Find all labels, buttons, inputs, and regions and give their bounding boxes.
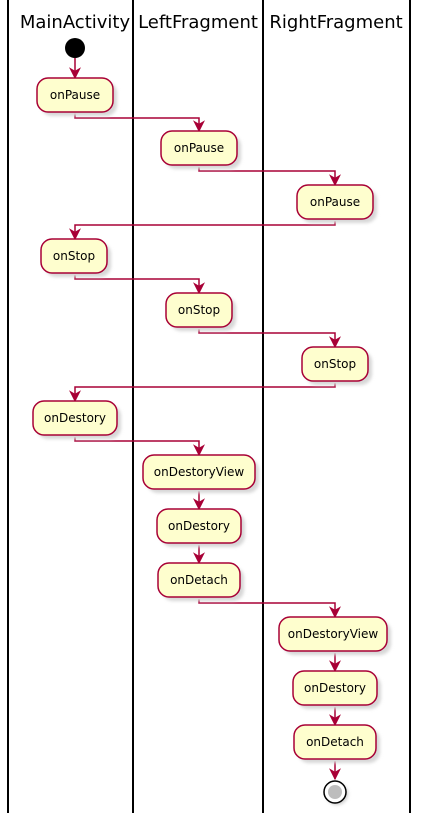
activity-label: onStop (53, 249, 95, 263)
lane-title-right-fragment: RightFragment (269, 12, 402, 33)
activity-on-detach-right: onDetach (293, 724, 380, 763)
activity-label: onDestoryView (154, 465, 245, 479)
activity-label: onPause (310, 195, 360, 209)
activity-on-destroy-left: onDestory (156, 508, 245, 547)
activity-label: onPause (174, 141, 224, 155)
lane-title-left-fragment: LeftFragment (138, 12, 258, 33)
activity-on-destroy-right: onDestory (292, 670, 381, 709)
activity-label: onDetach (306, 735, 364, 749)
activity-on-detach-left: onDetach (157, 562, 244, 601)
activity-label: onDestoryView (288, 627, 379, 641)
activity-on-stop-main: onStop (40, 238, 111, 277)
activity-on-pause-right: onPause (296, 184, 377, 223)
activity-on-stop-right: onStop (301, 346, 372, 385)
activity-label: onDestory (44, 411, 106, 425)
activity-label: onPause (50, 88, 100, 102)
activity-label: onDestory (304, 681, 366, 695)
activity-on-destroy-main: onDestory (32, 400, 121, 439)
activity-on-destroy-view-left: onDestoryView (142, 454, 259, 493)
end-node (323, 780, 348, 805)
activity-label: onDestory (168, 519, 230, 533)
activity-on-pause-main: onPause (36, 77, 117, 116)
activity-on-destroy-view-right: onDestoryView (278, 616, 391, 655)
activity-label: onDetach (170, 573, 228, 587)
lane-title-main-activity: MainActivity (20, 12, 131, 33)
activity-on-pause-left: onPause (160, 130, 241, 169)
activity-label: onStop (178, 303, 220, 317)
start-node (65, 38, 85, 58)
activity-label: onStop (314, 357, 356, 371)
activity-on-stop-left: onStop (165, 292, 236, 331)
